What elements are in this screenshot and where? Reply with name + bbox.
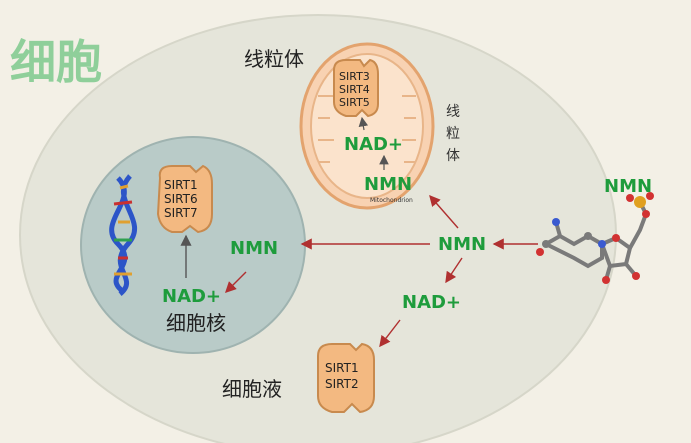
cytosol-nad: NAD+ — [402, 292, 461, 313]
nucleus-nad: NAD+ — [162, 286, 221, 307]
cytosol-label: 细胞液 — [222, 377, 282, 401]
arrow-center-to-mito — [429, 194, 459, 229]
dna-helix-icon — [109, 174, 137, 296]
mito-sublabel: Mitochondrion — [370, 197, 413, 204]
nucleus-nmn: NMN — [230, 238, 278, 259]
mitochondrion-cristae — [318, 95, 416, 163]
cytosol-sirt-1: SIRT1 — [325, 361, 359, 375]
nucleus-label: 细胞核 — [166, 311, 226, 335]
cytosol-sirt-protein — [317, 342, 375, 414]
nucleus-sirt-protein — [156, 164, 213, 234]
mito-sirt-3: SIRT5 — [339, 96, 370, 109]
mito-sirt-1: SIRT3 — [339, 70, 370, 83]
nucleus-sirt-1: SIRT1 — [164, 178, 198, 192]
page-title: 细胞 — [10, 35, 102, 89]
nmn-molecule-atoms — [536, 192, 654, 284]
nucleus-sirt-3: SIRT7 — [164, 206, 198, 220]
mito-side-label-1: 线 — [446, 104, 460, 120]
mito-side-label-2: 粒 — [446, 126, 460, 142]
center-nmn: NMN — [438, 234, 486, 255]
mito-nmn: NMN — [364, 174, 412, 195]
mito-side-label-3: 体 — [446, 148, 460, 164]
mito-label: 线粒体 — [244, 47, 304, 71]
arrow-nad-to-cytosol-sirt — [379, 319, 401, 348]
mito-nad: NAD+ — [344, 134, 403, 155]
cytosol-sirt-2: SIRT2 — [325, 377, 359, 391]
nucleus-sirt-2: SIRT6 — [164, 192, 198, 206]
outside-nmn: NMN — [604, 176, 652, 197]
arrow-center-to-cytosol — [445, 257, 463, 284]
mito-arrow-nad-sirt — [358, 116, 369, 131]
mito-sirt-2: SIRT4 — [339, 83, 370, 96]
mito-sirt-protein — [333, 58, 379, 118]
nucleus-arrow-nmn-nad — [225, 271, 247, 293]
